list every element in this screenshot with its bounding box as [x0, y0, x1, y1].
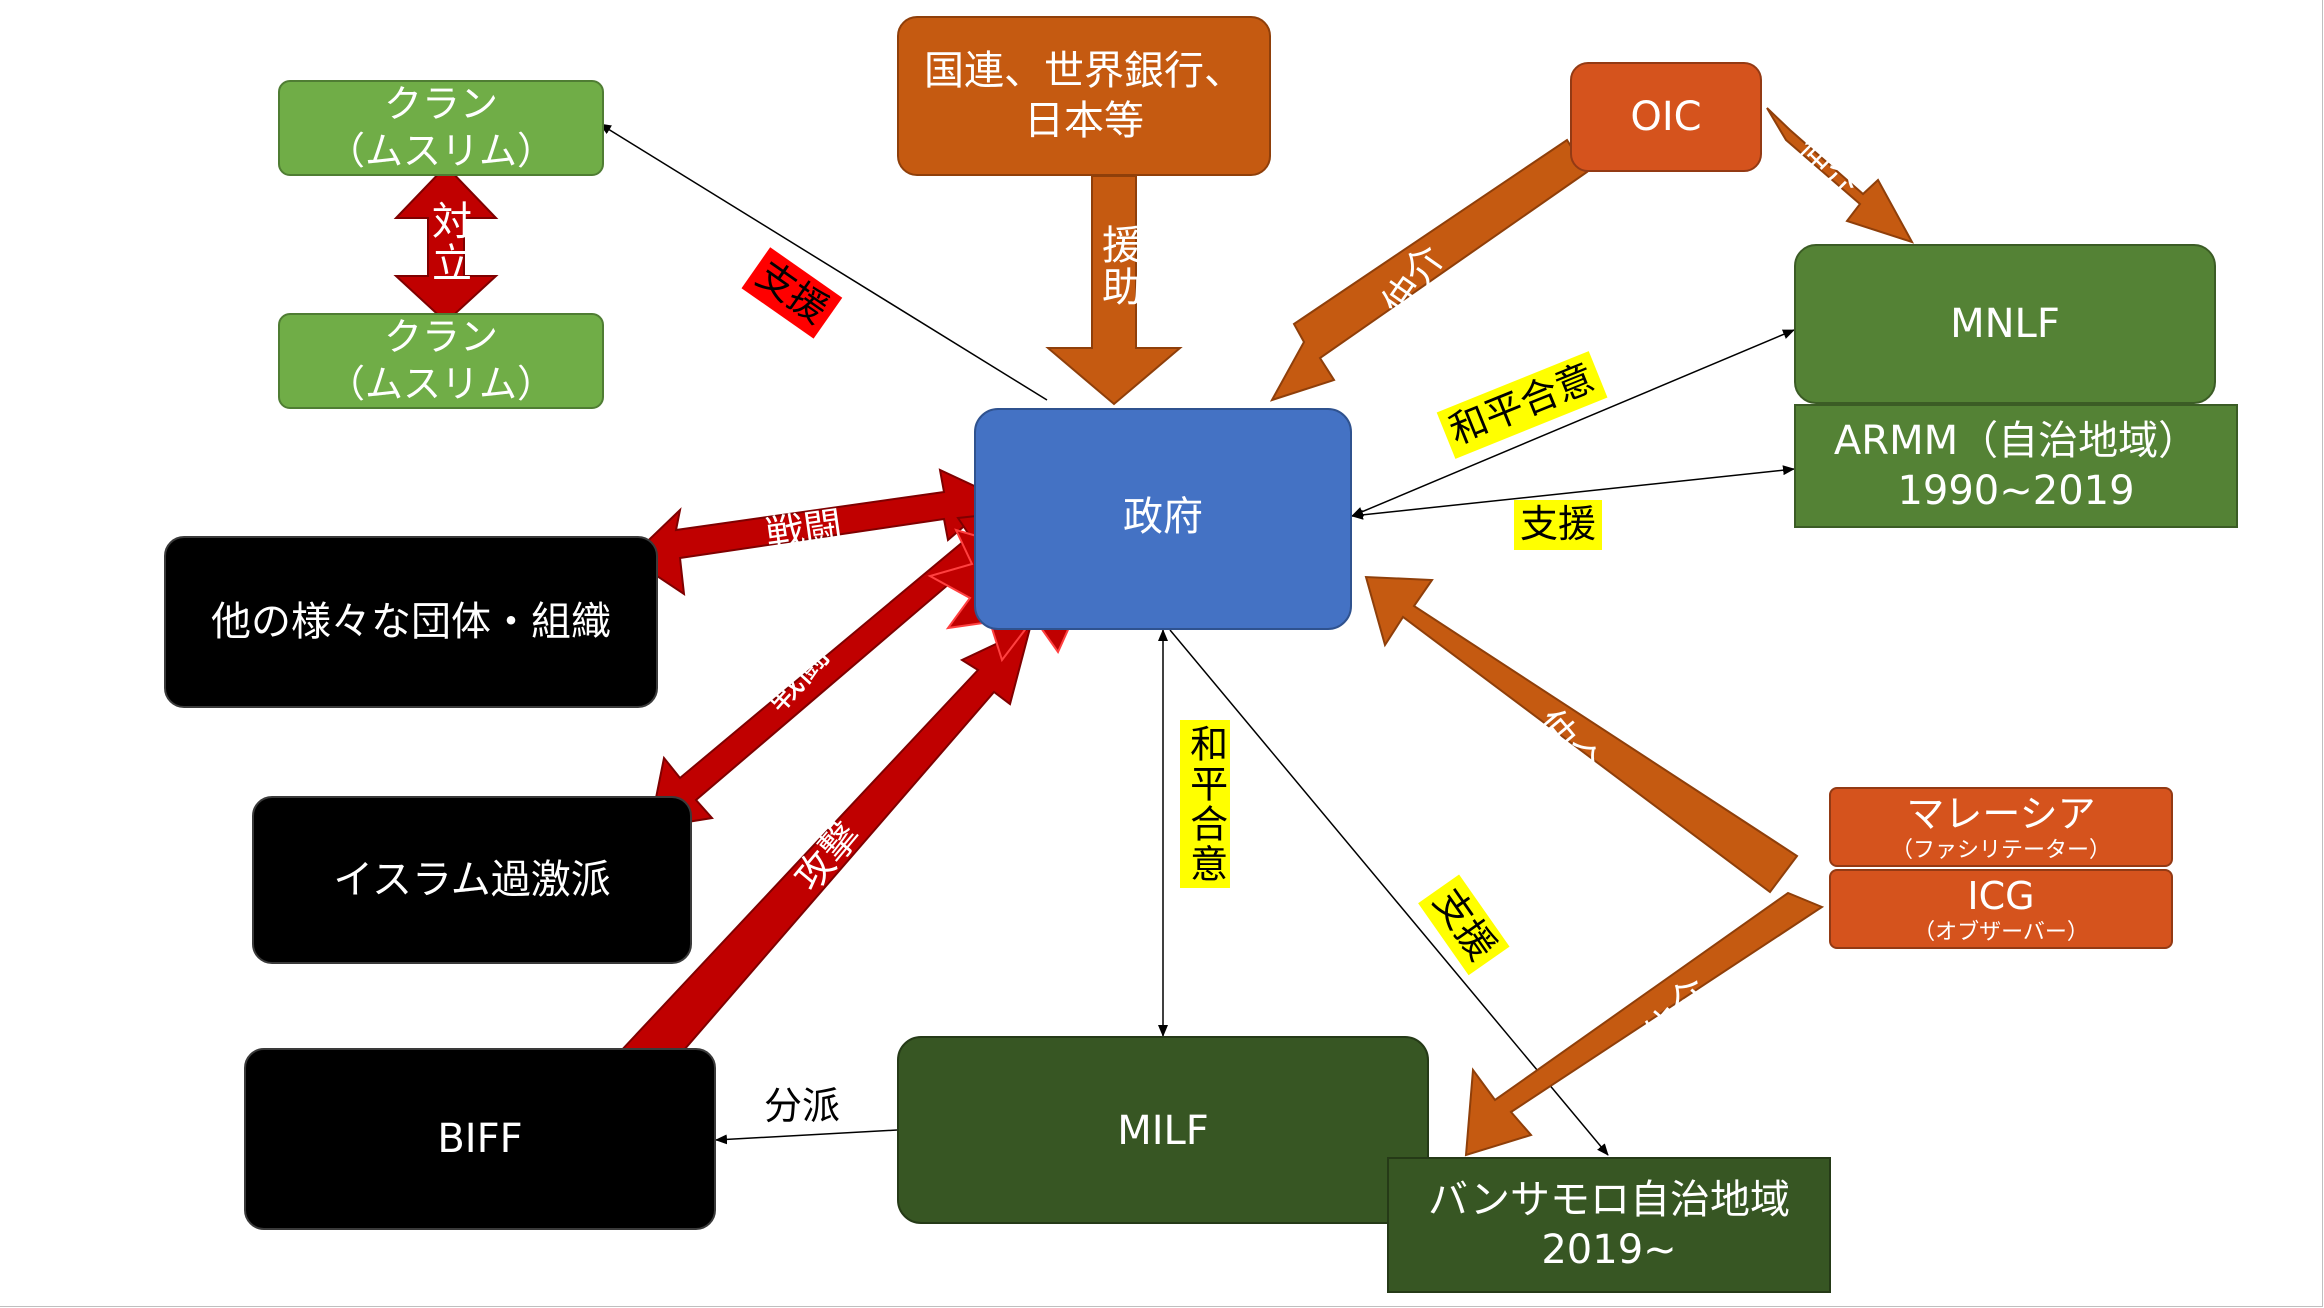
malaysia-mediation-gov-arrow — [1364, 575, 1799, 894]
government-node: 政府 — [974, 408, 1352, 630]
clan-bottom-node: クラン （ムスリム） — [278, 313, 604, 409]
bangsamoro-line1: バンサモロ自治地域 — [1428, 1177, 1790, 1223]
clan-top-line1: クラン — [383, 81, 498, 126]
un-line2: 日本等 — [1024, 98, 1144, 144]
un-line1: 国連、世界銀行、 — [924, 48, 1244, 94]
aid-label: 援助 — [1095, 224, 1141, 308]
armm-line2: 1990~2019 — [1897, 468, 2135, 514]
clan-bottom-line2: （ムスリム） — [326, 362, 555, 406]
oic-mediation-gov-arrow — [1269, 138, 1589, 402]
support-clan-line — [599, 123, 1048, 401]
support-armm-label: 支援 — [1514, 500, 1603, 550]
malaysia-name: マレーシア — [1906, 792, 2096, 837]
clan-top-line2: （ムスリム） — [326, 129, 555, 173]
malaysia-role: （ファシリテーター） — [1890, 837, 2111, 863]
peace-milf-label: 和平合意 — [1180, 720, 1230, 888]
biff-label: BIFF — [437, 1116, 523, 1162]
icg-node: ICG （オブザーバー） — [1829, 869, 2173, 949]
islamic-extremists-node: イスラム過激派 — [252, 796, 692, 964]
support-armm-line — [1351, 465, 1795, 520]
conflict-label: 対立 — [425, 200, 471, 284]
un-node: 国連、世界銀行、 日本等 — [897, 16, 1271, 176]
milf-label: MILF — [1117, 1108, 1209, 1154]
armm-line1: ARMM（自治地域） — [1833, 418, 2199, 464]
biff-node: BIFF — [244, 1048, 716, 1230]
aid-arrow — [1045, 175, 1183, 406]
oic-label: OIC — [1630, 94, 1702, 140]
bangsamoro-node: バンサモロ自治地域 2019~ — [1387, 1157, 1831, 1293]
mnlf-label: MNLF — [1950, 301, 2060, 347]
milf-node: MILF — [897, 1036, 1429, 1224]
icg-role: （オブザーバー） — [1913, 919, 2089, 945]
malaysia-mediation-bangsamoro-arrow — [1464, 891, 1825, 1157]
support-bangsamoro-line — [1169, 629, 1609, 1156]
armm-node: ARMM（自治地域） 1990~2019 — [1794, 404, 2238, 528]
icg-name: ICG — [1967, 874, 2035, 919]
clan-bottom-line1: クラン — [383, 314, 498, 359]
oic-mediation-mnlf-arrow — [1766, 107, 1915, 244]
other-groups-node: 他の様々な団体・組織 — [164, 536, 658, 708]
bangsamoro-line2: 2019~ — [1541, 1227, 1677, 1273]
malaysia-node: マレーシア （ファシリテーター） — [1829, 787, 2173, 867]
mnlf-node: MNLF — [1794, 244, 2216, 404]
other-groups-label: 他の様々な団体・組織 — [211, 599, 611, 645]
attack-biff-arrow — [616, 626, 1032, 1082]
islamic-extremists-label: イスラム過激派 — [333, 857, 611, 903]
clan-top-node: クラン （ムスリム） — [278, 80, 604, 176]
government-label: 政府 — [1123, 494, 1203, 540]
oic-node: OIC — [1570, 62, 1762, 172]
faction-line — [715, 1129, 898, 1145]
faction-label: 分派 — [764, 1084, 841, 1128]
